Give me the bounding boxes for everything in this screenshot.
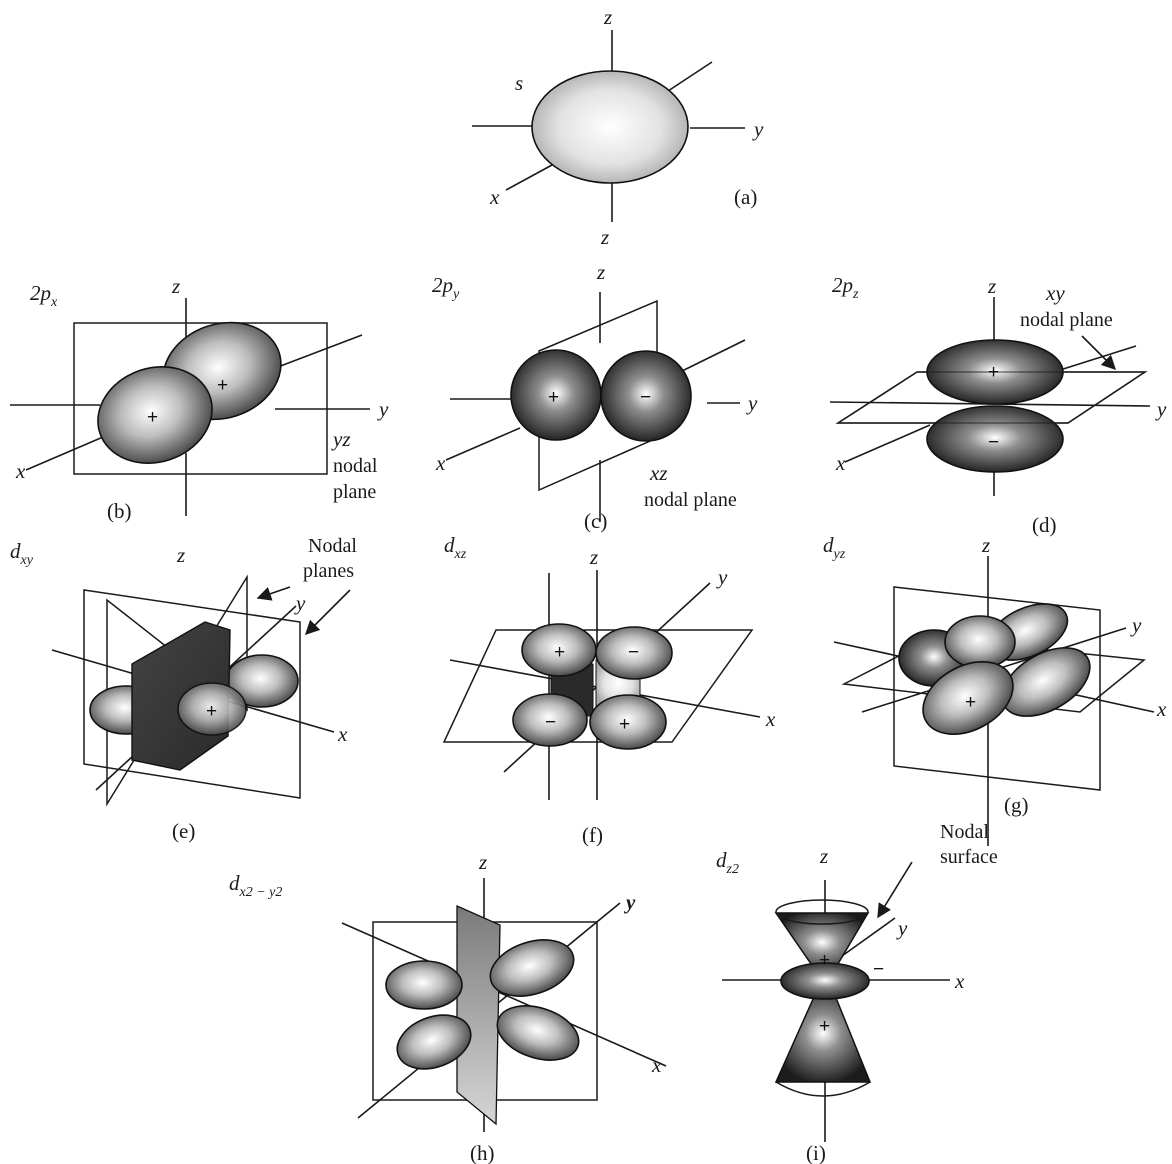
y-axis-label: y xyxy=(1155,397,1167,421)
caption-g: (g) xyxy=(1004,793,1029,817)
plus-sign: + xyxy=(619,714,630,735)
panel-a-s-orbital: z z y x s (a) xyxy=(472,5,764,249)
z-axis-label-top: z xyxy=(603,5,612,29)
dx2y2-lobe-ur xyxy=(489,939,575,997)
x-axis-label: x xyxy=(15,459,26,483)
orbital-label-dz2: dz2 xyxy=(716,848,739,877)
minus-sign: − xyxy=(873,959,884,980)
panel-h-dx2-y2: dx2 − y2 z y x (h) xyxy=(229,850,667,1164)
caption-e: (e) xyxy=(172,819,195,843)
nodal-plane-label: plane xyxy=(333,481,376,503)
dz2-torus xyxy=(780,962,870,1000)
caption-i: (i) xyxy=(806,1141,826,1164)
x-axis-label: x xyxy=(765,707,776,731)
s-orbital-sphere xyxy=(531,70,689,184)
y-axis-label: y xyxy=(746,391,758,415)
z-axis-label-bottom: z xyxy=(600,225,609,249)
plus-sign: + xyxy=(988,362,999,383)
caption-a: (a) xyxy=(734,185,757,209)
x-axis-label: x xyxy=(489,185,500,209)
minus-sign: − xyxy=(988,432,999,453)
y-axis-label: y xyxy=(896,916,908,940)
x-axis-label: x xyxy=(651,1053,662,1077)
nodal-surface-label: Nodal xyxy=(940,821,989,843)
plus-sign: + xyxy=(554,642,565,663)
panel-e-dxy: + dxy z y x Nodal planes (e) xyxy=(10,535,357,843)
panel-c-2py: + − 2py z y x xz nodal plane (c) xyxy=(432,260,758,533)
dx2y2-lobe-ll xyxy=(396,1014,472,1070)
orbital-label-dxz: dxz xyxy=(444,533,467,562)
y-axis-label: y xyxy=(294,591,306,615)
y-axis-label: y xyxy=(377,397,389,421)
y-axis-label: y xyxy=(1130,613,1142,637)
dxy-lobe-front xyxy=(177,682,247,736)
orbital-label-dyz: dyz xyxy=(823,533,846,562)
dxz-lobe-ll xyxy=(512,693,588,747)
minus-sign: − xyxy=(640,387,651,408)
plus-sign: + xyxy=(206,701,217,722)
caption-c: (c) xyxy=(584,509,607,533)
plus-sign: + xyxy=(217,375,228,396)
orbital-label-dx2-y2: dx2 − y2 xyxy=(229,871,282,900)
z-axis-label: z xyxy=(596,260,605,284)
dxz-lobe-lr xyxy=(589,694,667,750)
orbital-label-2px: 2px xyxy=(30,281,58,310)
minus-sign: − xyxy=(628,642,639,663)
x-axis-label: x xyxy=(954,969,965,993)
nodal-plane-label: yz xyxy=(331,427,351,451)
orbital-label-2py: 2py xyxy=(432,273,460,302)
orbital-label-dxy: dxy xyxy=(10,539,34,568)
x-axis-label: x xyxy=(435,451,446,475)
z-axis-label: z xyxy=(478,850,487,874)
panel-f-dxz: + − − + dxz z y x (f) xyxy=(442,533,776,847)
x-axis-label: x xyxy=(1156,697,1167,721)
dx2y2-nodal-plane xyxy=(456,905,501,1126)
y-axis-label: y xyxy=(623,890,636,914)
z-axis-label: z xyxy=(176,543,185,567)
plus-sign: + xyxy=(147,407,158,428)
dx2y2-lobe-ul xyxy=(385,960,463,1010)
nodal-planes-label: planes xyxy=(303,560,354,582)
px-lobe-front xyxy=(97,366,213,464)
panel-b-2px: + + 2px z y x yz nodal plane (b) xyxy=(10,274,389,523)
z-axis-label: z xyxy=(171,274,180,298)
panel-g-dyz: + dyz z y x (g) xyxy=(823,533,1167,846)
caption-b: (b) xyxy=(107,499,132,523)
nodal-plane-label: nodal plane xyxy=(1020,309,1113,331)
plus-sign: + xyxy=(965,692,976,713)
orbital-label-2pz: 2pz xyxy=(832,273,859,302)
caption-d: (d) xyxy=(1032,513,1057,537)
caption-h: (h) xyxy=(470,1141,495,1164)
z-axis-label: z xyxy=(819,844,828,868)
plus-sign: + xyxy=(548,387,559,408)
x-axis-label: x xyxy=(337,722,348,746)
plus-sign: + xyxy=(819,1016,830,1037)
nodal-plane-label: xy xyxy=(1045,281,1065,305)
z-axis-label: z xyxy=(981,533,990,557)
s-label: s xyxy=(515,71,523,95)
nodal-surface-label: surface xyxy=(940,846,998,868)
nodal-plane-label: nodal xyxy=(333,455,378,477)
y-axis-label: y xyxy=(716,565,728,589)
dyz-lobe-top xyxy=(944,615,1016,669)
y-axis-label: y xyxy=(752,117,764,141)
z-axis-label: z xyxy=(589,545,598,569)
dxz-lobe-ur xyxy=(595,626,673,680)
panel-i-dz2: + + − dz2 z y x Nodal surface (i) xyxy=(716,821,998,1164)
nodal-plane-label: nodal plane xyxy=(644,489,737,511)
caption-f: (f) xyxy=(582,823,603,847)
py-lobe-right xyxy=(600,350,692,442)
dx2y2-lobe-lr xyxy=(496,1005,580,1061)
nodal-planes-label: Nodal xyxy=(308,535,357,557)
z-axis-label: z xyxy=(987,274,996,298)
panel-d-2pz: + − 2pz z y x xy nodal plane (d) xyxy=(829,273,1167,537)
plus-sign: + xyxy=(819,950,830,971)
dyz-lobe-front xyxy=(922,661,1014,735)
x-axis-label: x xyxy=(835,451,846,475)
nodal-plane-label: xz xyxy=(649,461,668,485)
minus-sign: − xyxy=(545,712,556,733)
